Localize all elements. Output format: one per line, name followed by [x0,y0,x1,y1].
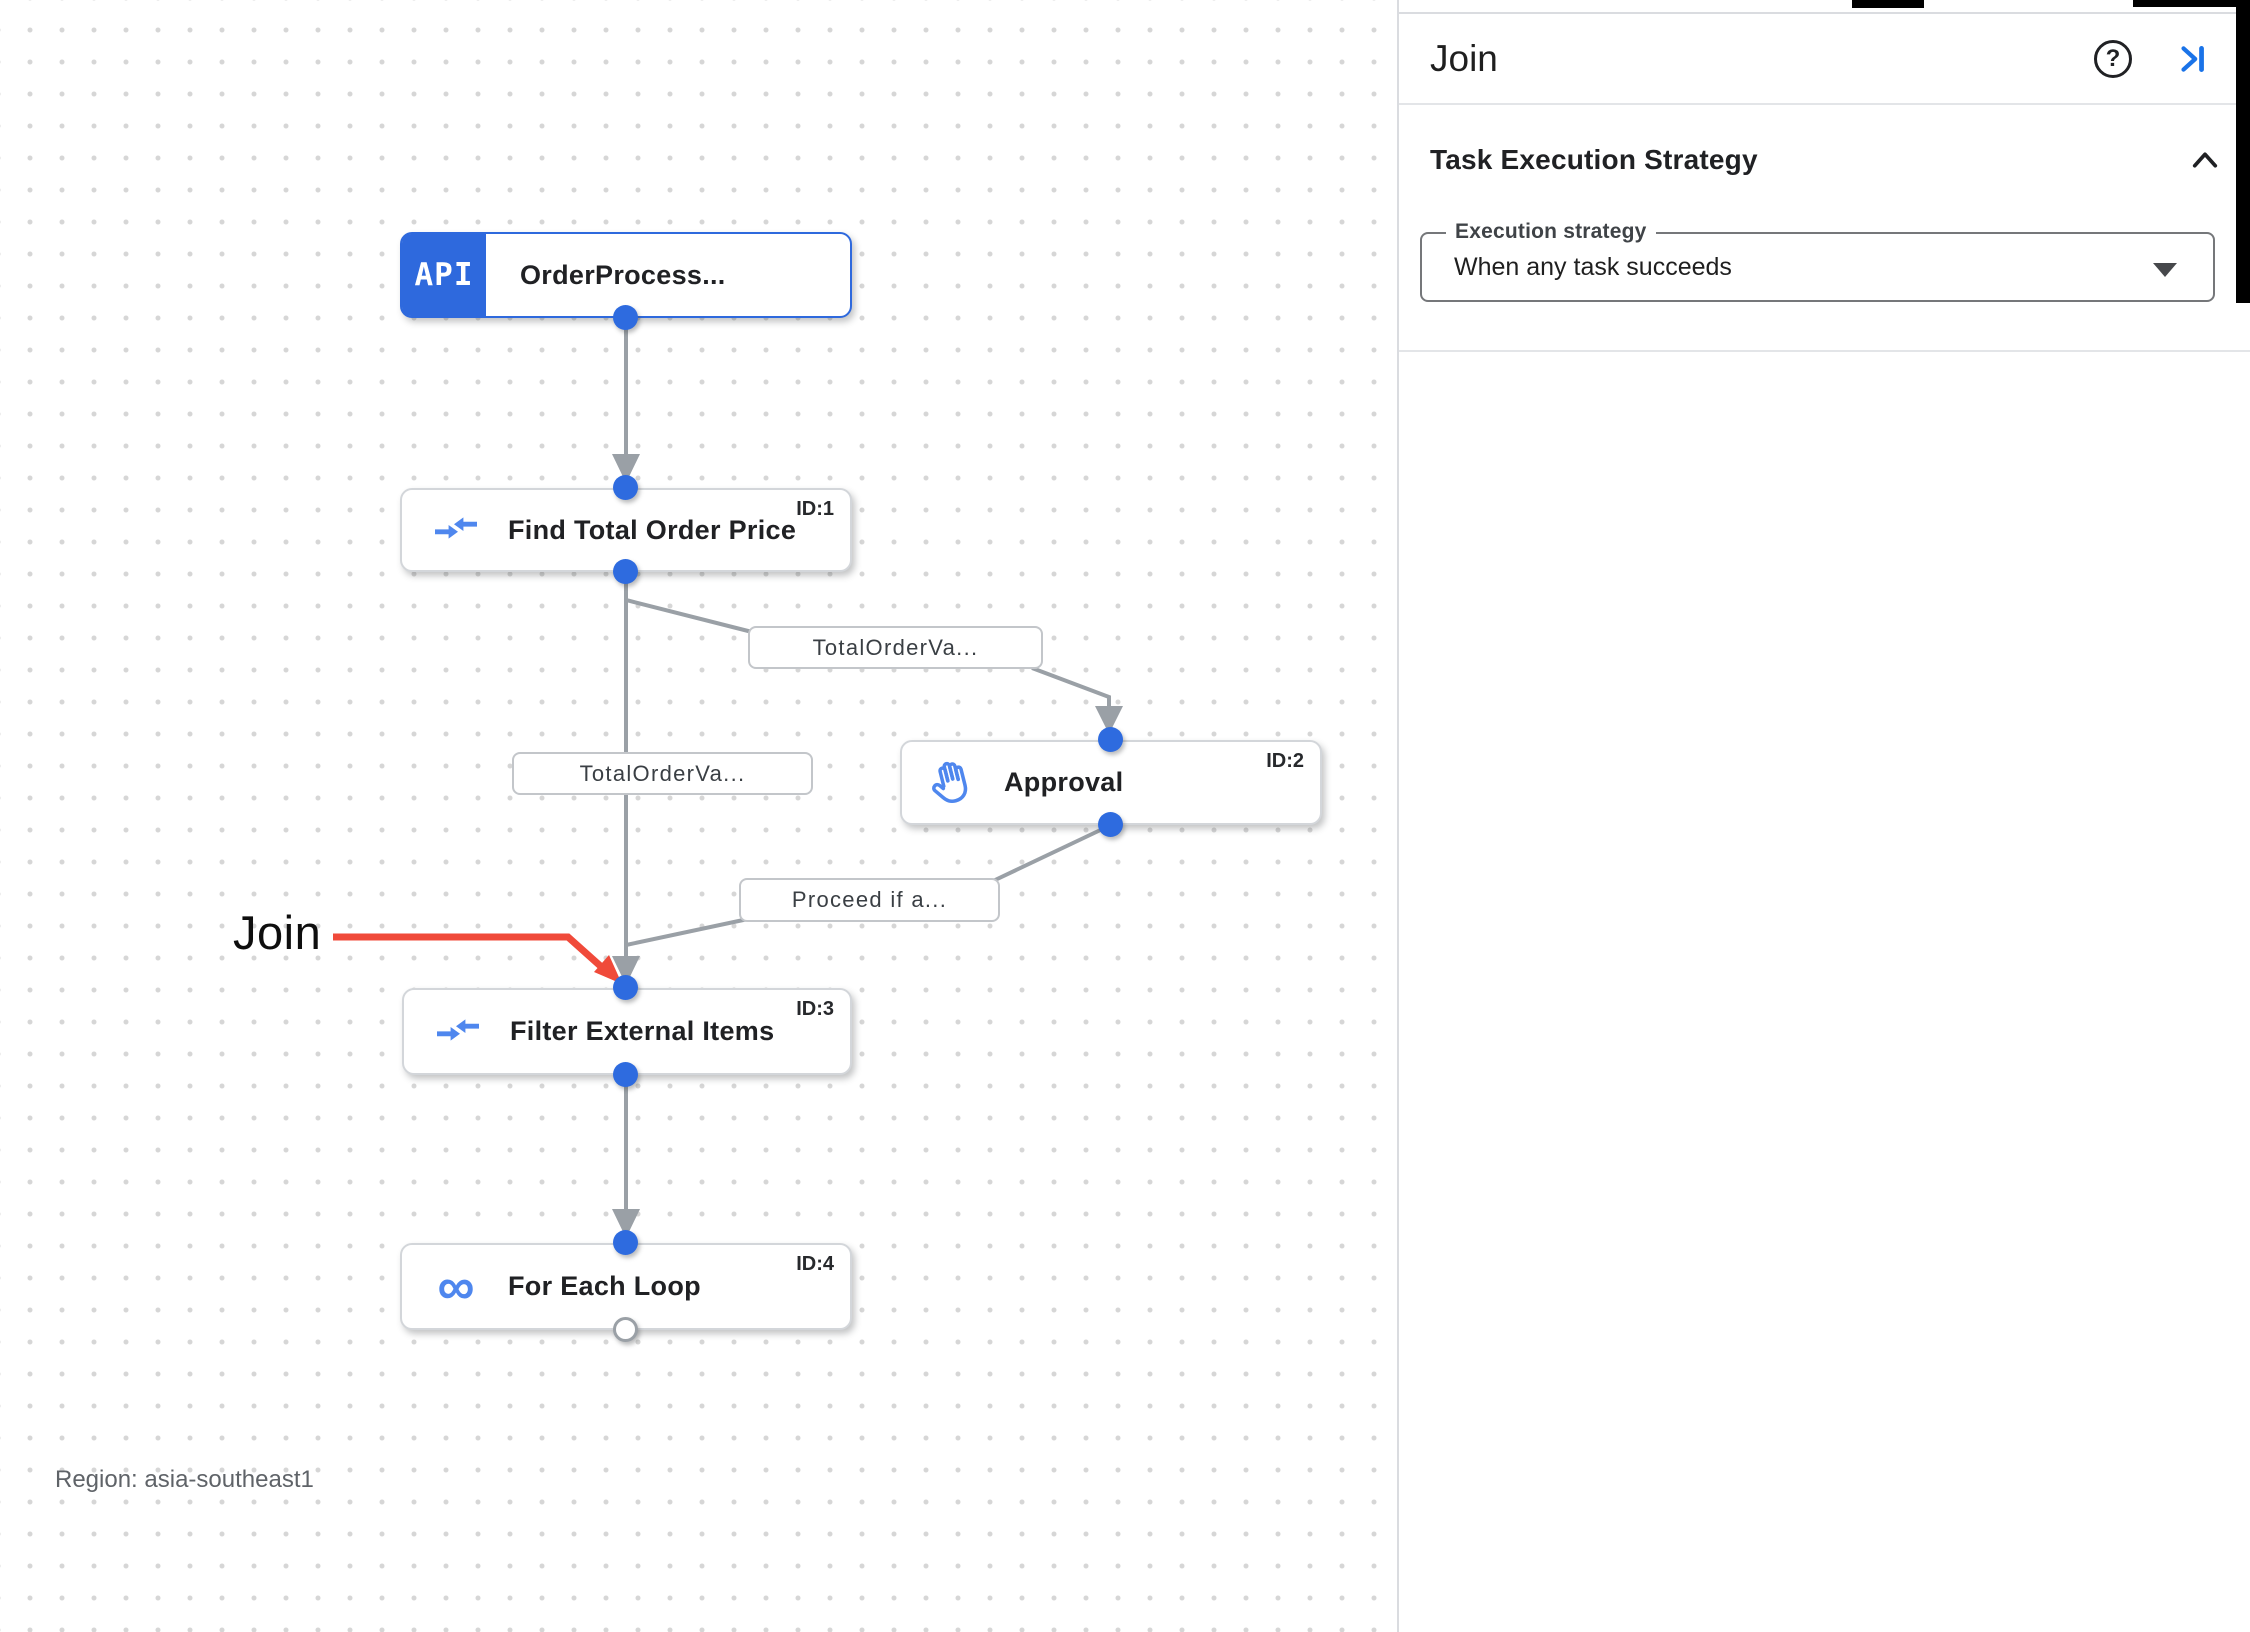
connector-dot[interactable] [613,1062,638,1087]
data-mapping-icon [430,506,482,554]
connector-dot[interactable] [1098,727,1123,752]
connector-dot[interactable] [1098,812,1123,837]
divider [1399,103,2250,105]
dropdown-arrow-icon [2153,263,2177,277]
loop-icon: ∞ [437,1257,475,1316]
connector-dot-join[interactable] [613,975,638,1000]
arrowhead [612,1209,640,1238]
edge-approval-to-filter-b [624,917,749,958]
join-annotation-arrow [333,933,622,984]
node-id-badge: ID:3 [796,998,834,1020]
node-id-badge: ID:2 [1266,750,1304,772]
connector-dot[interactable] [613,559,638,584]
execution-strategy-select[interactable]: Execution strategy When any task succeed… [1420,220,2215,302]
edge-label-total-order-value-right[interactable]: TotalOrderVa... [748,626,1043,669]
api-trigger-icon: API [402,234,486,316]
top-black-bar [1852,0,1924,8]
execution-strategy-value: When any task succeeds [1454,252,1732,281]
section-task-execution-strategy[interactable]: Task Execution Strategy [1430,144,2221,176]
config-panel: Join ? Task Execution Strategy Execution… [1397,0,2250,1632]
top-black-bar [2133,0,2250,7]
node-title: Approval [1004,767,1124,797]
node-filter-external-items[interactable]: Filter External Items ID:3 [402,988,852,1075]
workflow-canvas[interactable]: API OrderProcess... Find Total Order Pri… [0,0,1397,1632]
node-id-badge: ID:1 [796,498,834,520]
node-title: For Each Loop [508,1271,701,1301]
data-mapping-icon [432,1008,484,1056]
connector-dot[interactable] [613,305,638,330]
divider [1399,350,2250,352]
edge-label-total-order-value-left[interactable]: TotalOrderVa... [512,752,813,795]
chevron-up-icon[interactable] [2189,148,2221,172]
node-title: OrderProcess... [520,259,726,290]
section-heading: Task Execution Strategy [1430,144,1758,175]
edge-approval-to-filter-a [992,823,1112,883]
hand-approval-icon [926,758,978,808]
edge-find-to-approval-b [1031,666,1111,708]
help-icon[interactable]: ? [2094,40,2132,78]
connector-dot[interactable] [613,475,638,500]
edge-label-proceed-if[interactable]: Proceed if a... [739,878,1000,922]
join-annotation-label: Join [233,906,322,959]
edge-find-to-approval-a [624,572,761,636]
connector-dot-open[interactable] [613,1317,638,1342]
connector-dot[interactable] [613,1230,638,1255]
arrowhead [612,956,640,985]
execution-strategy-label: Execution strategy [1446,220,1656,244]
region-label: Region: asia-southeast1 [55,1466,314,1493]
node-title: Find Total Order Price [508,514,797,545]
arrowhead [1095,706,1123,734]
node-find-total-order-price[interactable]: Find Total Order Price ID:1 [400,488,852,572]
collapse-panel-icon[interactable] [2174,41,2210,77]
panel-title: Join [1430,38,1498,79]
scrollbar-thumb [2236,0,2250,303]
panel-header: Join ? [1399,14,2250,104]
arrowhead [612,454,640,483]
panel-top-border [1399,12,2250,14]
node-id-badge: ID:4 [796,1253,834,1275]
node-title: Filter External Items [510,1016,775,1046]
